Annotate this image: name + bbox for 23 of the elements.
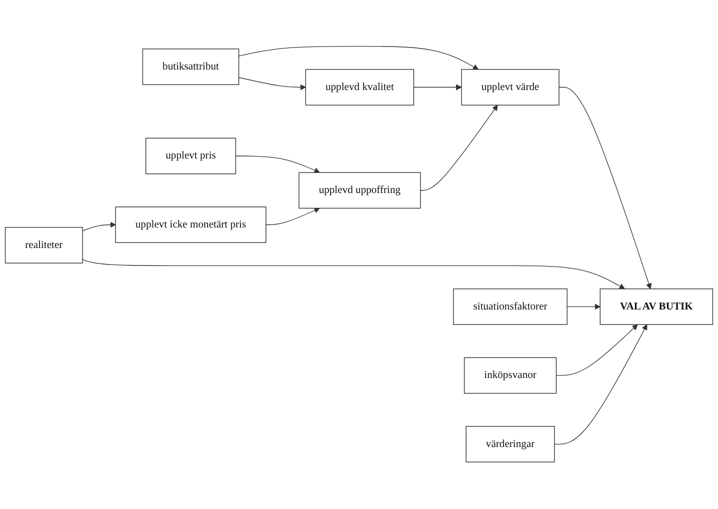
- arrow: [238, 78, 306, 91]
- arrow: [558, 87, 652, 290]
- arrow: [266, 208, 320, 226]
- node-box: upplevt pris: [145, 138, 236, 175]
- arrow: [235, 156, 320, 174]
- node-box: realiteter: [4, 227, 83, 264]
- arrow: [238, 46, 479, 70]
- arrow: [420, 105, 498, 192]
- node-box: upplevd kvalitet: [305, 69, 414, 106]
- node-box: värderingar: [466, 426, 555, 463]
- node-box: VAL AV BUTIK: [600, 288, 714, 326]
- arrow: [82, 260, 625, 290]
- node-box: upplevt värde: [461, 69, 560, 106]
- node-box: situationsfaktorer: [453, 288, 568, 326]
- arrow: [82, 222, 116, 232]
- arrow: [556, 324, 638, 376]
- arrow: [413, 84, 462, 91]
- node-box: inköpsvanor: [464, 358, 557, 394]
- arrow: [566, 304, 600, 310]
- node-box: upplevd uppoffring: [298, 172, 421, 209]
- arrow: [554, 324, 648, 445]
- node-box: upplevt icke monetärt pris: [115, 206, 266, 244]
- node-box: butiksattribut: [142, 48, 240, 86]
